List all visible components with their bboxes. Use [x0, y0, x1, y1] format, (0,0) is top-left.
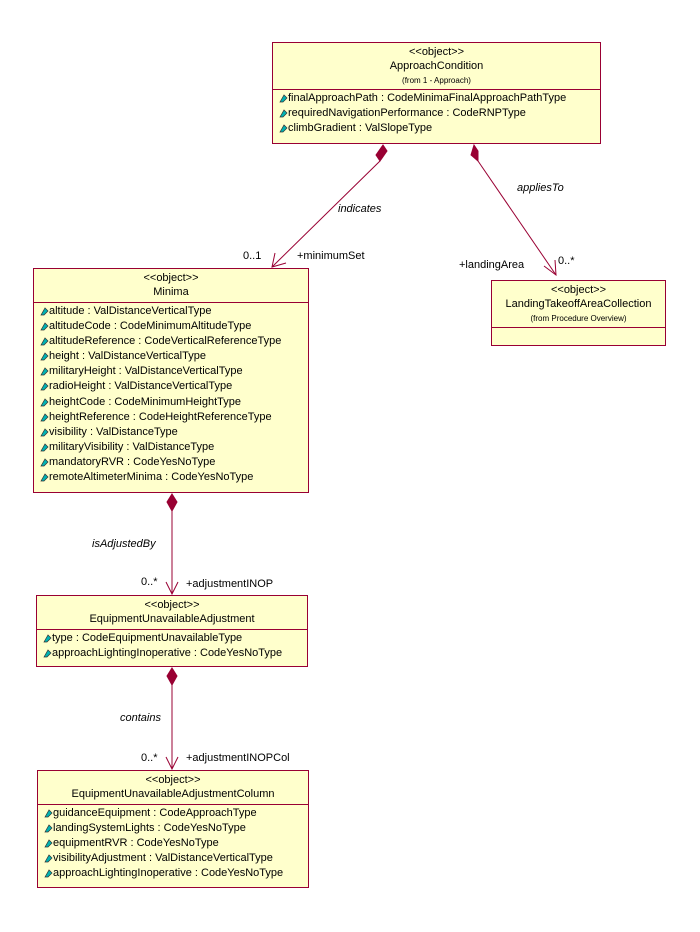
public-attribute-icon	[40, 367, 49, 376]
association-name-isadjustedby: isAdjustedBy	[92, 538, 156, 550]
class-header: <<object>> EquipmentUnavailableAdjustmen…	[37, 596, 307, 630]
public-attribute-icon	[44, 839, 53, 848]
class-minima[interactable]: <<object>> Minima altitude : ValDistance…	[33, 268, 309, 493]
stereotype-label: <<object>>	[408, 46, 465, 58]
attribute-item: remoteAltimeterMinima : CodeYesNoType	[40, 470, 308, 485]
attribute-item: militaryHeight : ValDistanceVerticalType	[40, 364, 308, 379]
filled-diamond-icon	[375, 144, 388, 162]
public-attribute-icon	[279, 94, 288, 103]
public-attribute-icon	[279, 124, 288, 133]
attribute-item: equipmentRVR : CodeYesNoType	[44, 836, 308, 851]
class-name: Minima	[153, 286, 189, 298]
role-adjustment-inop-col: +adjustmentINOPCol	[186, 752, 290, 764]
attribute-item: heightCode : CodeMinimumHeightType	[40, 395, 308, 410]
class-header: <<object>> EquipmentUnavailableAdjustmen…	[38, 771, 308, 805]
attribute-item: height : ValDistanceVerticalType	[40, 349, 308, 364]
stereotype-label: <<object>>	[143, 272, 199, 284]
open-arrowhead-icon	[543, 259, 557, 277]
attribute-item: type : CodeEquipmentUnavailableType	[43, 631, 307, 646]
public-attribute-icon	[40, 382, 49, 391]
public-attribute-icon	[40, 397, 49, 406]
role-landing-area: +landingArea	[459, 259, 525, 271]
public-attribute-icon	[40, 352, 49, 361]
class-name: LandingTakeoffAreaCollection	[505, 298, 652, 310]
attribute-list: finalApproachPath : CodeMinimaFinalAppro…	[273, 90, 600, 136]
attribute-item: altitude : ValDistanceVerticalType	[40, 304, 308, 319]
attribute-item: landingSystemLights : CodeYesNoType	[44, 821, 308, 836]
attribute-item: radioHeight : ValDistanceVerticalType	[40, 379, 308, 394]
attribute-item: heightReference : CodeHeightReferenceTyp…	[40, 410, 308, 425]
class-header: <<object>> Minima	[34, 269, 308, 303]
role-minimum-set: +minimumSet	[297, 250, 365, 262]
attribute-item: guidanceEquipment : CodeApproachType	[44, 806, 308, 821]
association-name-indicates: indicates	[338, 203, 382, 215]
attribute-item: requiredNavigationPerformance : CodeRNPT…	[279, 106, 600, 121]
public-attribute-icon	[40, 337, 49, 346]
filled-diamond-icon	[470, 143, 479, 163]
attribute-list: type : CodeEquipmentUnavailableType appr…	[37, 630, 307, 661]
public-attribute-icon	[44, 809, 53, 818]
open-arrowhead-icon	[165, 756, 179, 771]
class-origin: (from Procedure Overview)	[530, 314, 627, 323]
class-header: <<object>> LandingTakeoffAreaCollection …	[492, 281, 665, 328]
attribute-item: approachLightingInoperative : CodeYesNoT…	[43, 646, 307, 661]
class-name: EquipmentUnavailableAdjustmentColumn	[71, 788, 275, 800]
public-attribute-icon	[43, 634, 52, 643]
public-attribute-icon	[44, 854, 53, 863]
public-attribute-icon	[44, 824, 53, 833]
multiplicity-appliesto: 0..*	[558, 255, 575, 267]
open-arrowhead-icon	[165, 581, 179, 596]
public-attribute-icon	[43, 649, 52, 658]
multiplicity-indicates: 0..1	[243, 250, 262, 262]
class-landing-takeoff-area-collection[interactable]: <<object>> LandingTakeoffAreaCollection …	[491, 280, 666, 346]
attribute-item: climbGradient : ValSlopeType	[279, 121, 600, 136]
attribute-list	[492, 328, 665, 343]
association-appliesto-line	[477, 160, 557, 276]
multiplicity-isadjustedby: 0..*	[141, 576, 158, 588]
public-attribute-icon	[40, 413, 49, 422]
attribute-item: approachLightingInoperative : CodeYesNoT…	[44, 866, 308, 881]
multiplicity-contains: 0..*	[141, 752, 158, 764]
public-attribute-icon	[40, 322, 49, 331]
class-equipment-unavailable-adjustment[interactable]: <<object>> EquipmentUnavailableAdjustmen…	[36, 595, 308, 667]
open-arrowhead-icon	[271, 252, 287, 268]
class-origin: (from 1 - Approach)	[402, 76, 471, 85]
public-attribute-icon	[40, 458, 49, 467]
class-name: EquipmentUnavailableAdjustment	[89, 613, 255, 625]
filled-diamond-icon	[166, 493, 178, 513]
stereotype-label: <<object>>	[550, 284, 607, 296]
stereotype-label: <<object>>	[144, 599, 200, 611]
association-name-appliesto: appliesTo	[517, 182, 564, 194]
attribute-item: altitudeCode : CodeMinimumAltitudeType	[40, 319, 308, 334]
attribute-item: visibility : ValDistanceType	[40, 425, 308, 440]
public-attribute-icon	[40, 473, 49, 482]
filled-diamond-icon	[166, 667, 178, 687]
public-attribute-icon	[40, 428, 49, 437]
public-attribute-icon	[40, 307, 49, 316]
class-name: ApproachCondition	[389, 60, 484, 72]
role-adjustment-inop: +adjustmentINOP	[186, 578, 274, 590]
class-approach-condition[interactable]: <<object>> ApproachCondition (from 1 - A…	[272, 42, 601, 144]
attribute-item: altitudeReference : CodeVerticalReferenc…	[40, 334, 308, 349]
public-attribute-icon	[279, 109, 288, 118]
attribute-item: militaryVisibility : ValDistanceType	[40, 440, 308, 455]
attribute-list: guidanceEquipment : CodeApproachType lan…	[38, 805, 308, 881]
class-equipment-unavailable-adjustment-column[interactable]: <<object>> EquipmentUnavailableAdjustmen…	[37, 770, 309, 888]
public-attribute-icon	[44, 869, 53, 878]
public-attribute-icon	[40, 443, 49, 452]
association-name-contains: contains	[120, 712, 161, 724]
attribute-item: finalApproachPath : CodeMinimaFinalAppro…	[279, 91, 600, 106]
class-header: <<object>> ApproachCondition (from 1 - A…	[273, 43, 600, 90]
stereotype-label: <<object>>	[145, 774, 201, 786]
attribute-item: visibilityAdjustment : ValDistanceVertic…	[44, 851, 308, 866]
association-indicates-line	[271, 160, 381, 268]
attribute-list: altitude : ValDistanceVerticalType altit…	[34, 303, 308, 485]
attribute-item: mandatoryRVR : CodeYesNoType	[40, 455, 308, 470]
